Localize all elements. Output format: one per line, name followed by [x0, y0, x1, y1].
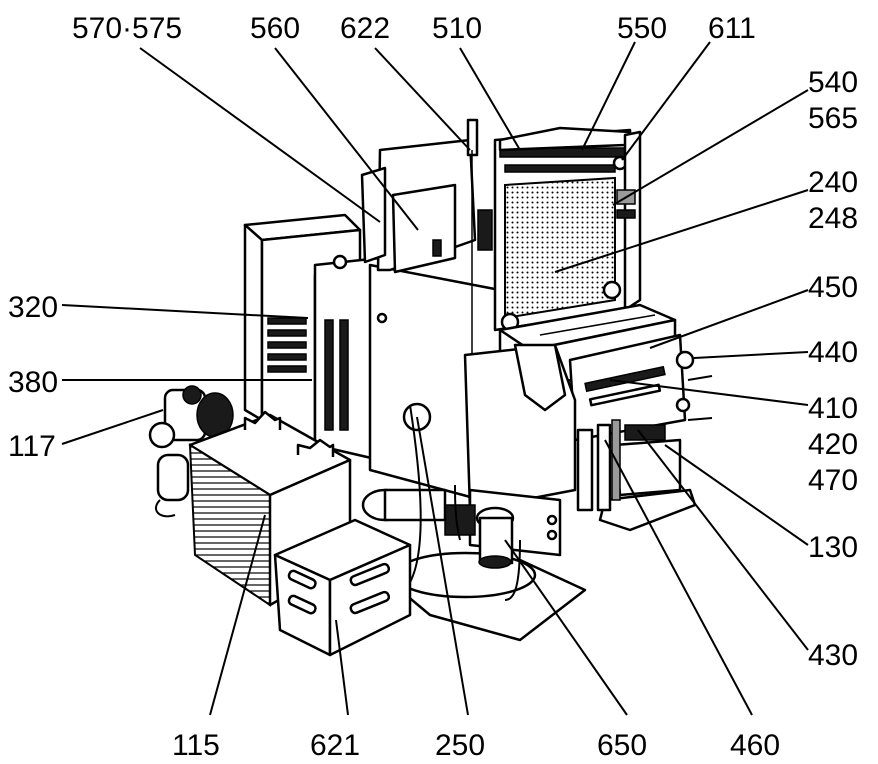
- feeder-grid: [504, 176, 616, 320]
- feed-bar: [588, 383, 662, 407]
- leader-440: [693, 351, 809, 359]
- left-cabinet-face: [243, 223, 264, 422]
- label-115: 115: [172, 729, 220, 762]
- leader-510: [459, 47, 521, 151]
- feed-knob-upper: [675, 350, 695, 370]
- label-510: 510: [432, 12, 482, 45]
- label-320: 320: [8, 291, 58, 324]
- leader-410: [609, 379, 809, 406]
- leader-240-248: [554, 189, 809, 273]
- leader-320: [61, 304, 309, 319]
- label-117: 117: [8, 430, 56, 463]
- label-248: 248: [808, 202, 858, 235]
- label-420: 420: [808, 428, 858, 461]
- tray-plate: [598, 488, 697, 532]
- label-470: 470: [808, 464, 858, 497]
- upper-head-panel: [391, 183, 457, 274]
- pedestal-cap: [513, 343, 567, 412]
- label-450: 450: [808, 271, 858, 304]
- label-570-575: 570·575: [72, 12, 182, 45]
- second-roller: [504, 164, 616, 173]
- leader-250: [416, 416, 469, 716]
- label-565: 565: [808, 102, 858, 135]
- hose-main: [404, 404, 422, 591]
- label-440: 440: [808, 336, 858, 369]
- body-screw: [376, 312, 388, 324]
- label-611: 611: [708, 12, 756, 45]
- side-bracket: [477, 209, 493, 251]
- leader-621: [335, 619, 349, 716]
- label-621: 621: [310, 729, 360, 762]
- hose-lower: [504, 539, 521, 601]
- head-switch: [432, 239, 442, 257]
- label-622: 622: [340, 12, 390, 45]
- pump-base-disc: [393, 551, 537, 599]
- leader-115: [209, 514, 266, 716]
- label-650: 650: [597, 729, 647, 762]
- compressor: [148, 385, 234, 518]
- offset-press-illustration: [148, 118, 713, 657]
- center-vent-slots: [324, 319, 349, 431]
- upright-a: [576, 428, 594, 512]
- cabinet-vent-slots: [267, 317, 307, 373]
- right-side-frame: [623, 130, 642, 312]
- label-540: 540: [808, 66, 858, 99]
- leader-130: [664, 444, 809, 546]
- label-250: 250: [435, 729, 485, 762]
- label-410: 410: [808, 392, 858, 425]
- label-380: 380: [8, 366, 58, 399]
- feed-knob-lower: [675, 397, 691, 413]
- upright-b: [596, 423, 612, 512]
- label-430: 430: [808, 639, 858, 672]
- leader-611: [621, 41, 711, 161]
- label-130: 130: [808, 531, 858, 564]
- label-560: 560: [250, 12, 300, 45]
- leader-460: [604, 439, 753, 716]
- feeder-top-cap: [498, 126, 632, 152]
- head-left-hood: [360, 166, 387, 264]
- label-240: 240: [808, 166, 858, 199]
- leader-550: [581, 41, 636, 151]
- leader-540-565: [612, 89, 809, 206]
- leader-622: [374, 47, 471, 151]
- leader-450: [649, 289, 809, 349]
- roller-knob-bottom: [602, 280, 622, 300]
- cabinet-knob: [332, 254, 348, 270]
- callout-labels: 570·575 560 622 510 550 611 540 565 240 …: [8, 12, 858, 762]
- vacuum-pump: [361, 488, 515, 569]
- leader-lines: [61, 41, 809, 716]
- leader-117: [61, 409, 164, 445]
- leader-430: [637, 429, 809, 651]
- label-460: 460: [730, 729, 780, 762]
- label-550: 550: [617, 12, 667, 45]
- leader-560: [274, 47, 419, 231]
- leader-570-575: [139, 47, 381, 223]
- leader-650: [504, 539, 628, 716]
